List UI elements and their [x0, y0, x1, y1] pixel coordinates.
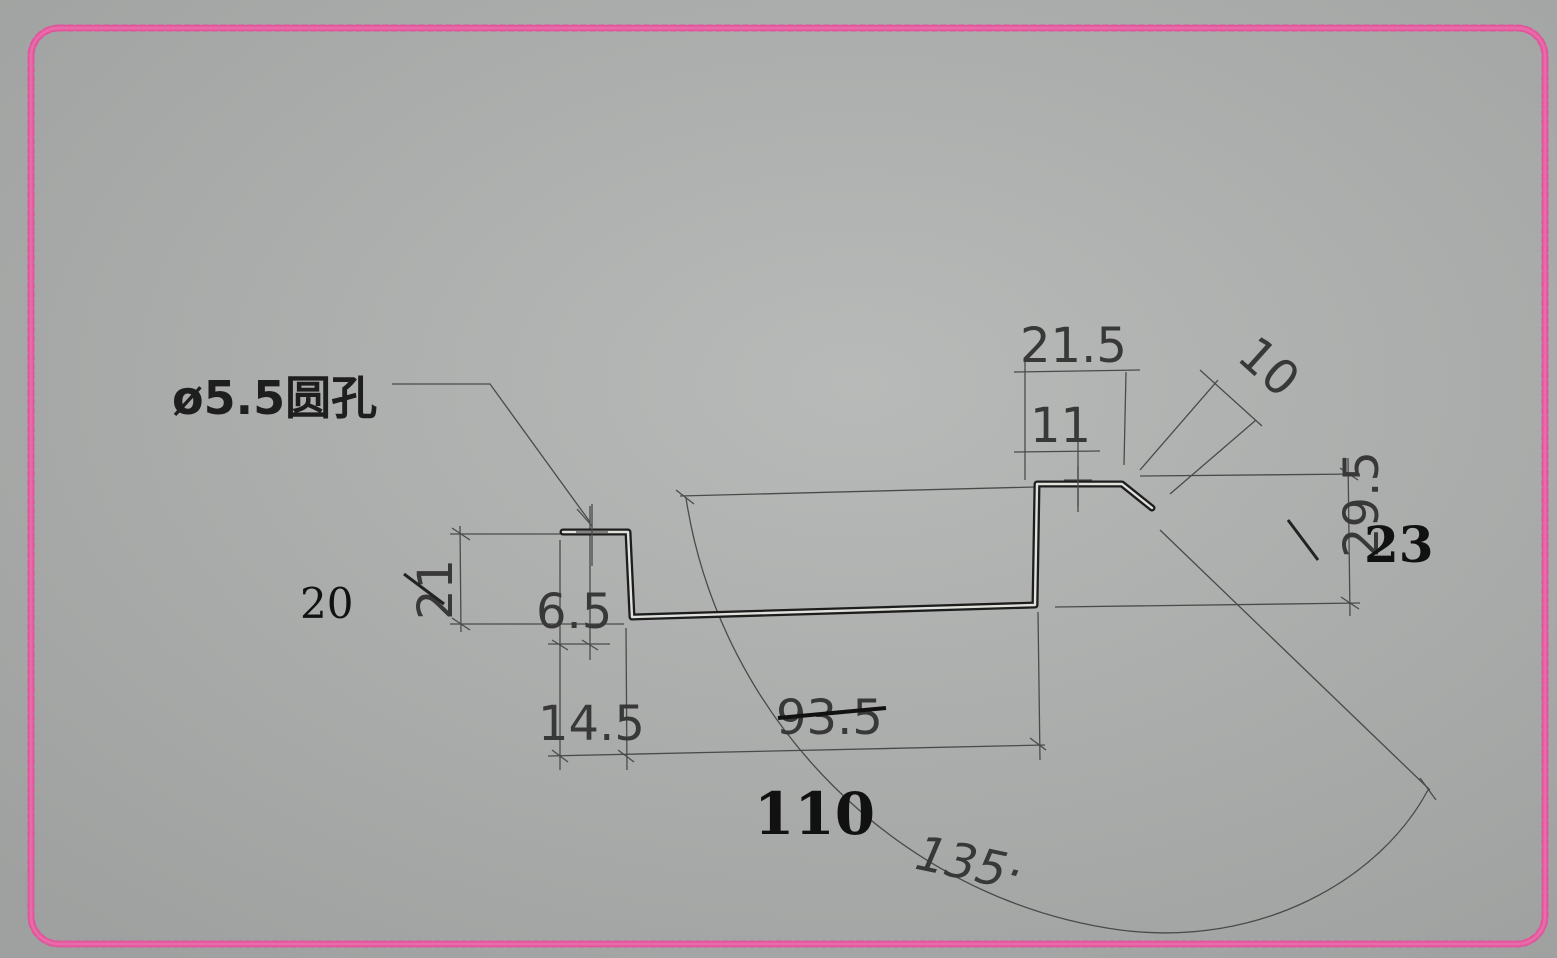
left-flange-label: 6.5 [536, 584, 612, 640]
right-height-dim [1347, 457, 1351, 617]
hole-offset-dim [1013, 450, 1101, 453]
lip-length-dim [1139, 379, 1219, 471]
strike-left-height [403, 572, 445, 606]
right-height-handwritten-label: 23 [1364, 515, 1434, 574]
angle-arc [685, 497, 1429, 934]
left-height-printed-label: 21 [408, 559, 464, 620]
pink-frame-inner [29, 26, 1547, 946]
left-height-handwritten-label: 20 [300, 579, 353, 628]
part-profile [559, 480, 1156, 621]
right-height-printed-label: 29.5 [1334, 451, 1390, 558]
left-height-dim [459, 525, 462, 633]
strike-right-height [1286, 519, 1320, 561]
hole-leader-line [392, 383, 591, 523]
hole-offset-label: 11 [1030, 398, 1091, 454]
top-width-dim [1013, 369, 1141, 373]
bottom-length-dim [547, 744, 1046, 757]
total-handwritten-label: 110 [754, 780, 875, 848]
dimension-lines [392, 360, 1437, 934]
angle-leader [1159, 529, 1431, 791]
top-extension-line [679, 486, 1036, 497]
hole-callout-label: ø5.5圆孔 [172, 371, 377, 425]
left-offset-label: 14.5 [538, 696, 645, 752]
top-width-label: 21.5 [1020, 318, 1127, 374]
strike-bottom-length [777, 706, 887, 720]
hole-center-marks [576, 466, 1079, 566]
